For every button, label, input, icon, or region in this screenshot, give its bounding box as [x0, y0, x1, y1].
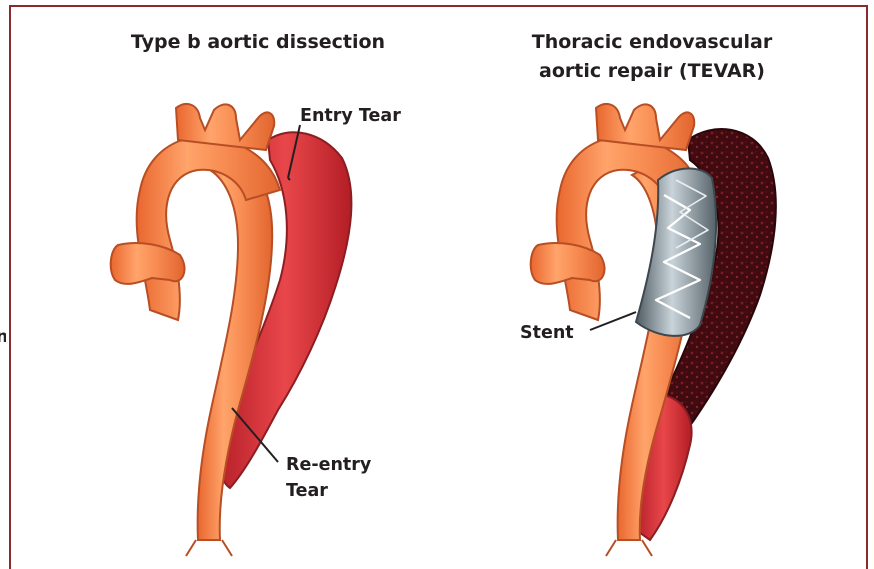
- left-panel-title: Type b aortic dissection: [131, 31, 385, 53]
- entry-tear-label: Entry Tear: [300, 106, 401, 126]
- reentry-tear-label-line2: Tear: [286, 481, 328, 501]
- right-panel-title-line2: aortic repair (TEVAR): [539, 60, 765, 82]
- stent-label: Stent: [520, 323, 574, 343]
- reentry-tear-label-line1: Re-entry: [286, 455, 372, 475]
- right-panel-title-line1: Thoracic endovascular: [532, 31, 773, 53]
